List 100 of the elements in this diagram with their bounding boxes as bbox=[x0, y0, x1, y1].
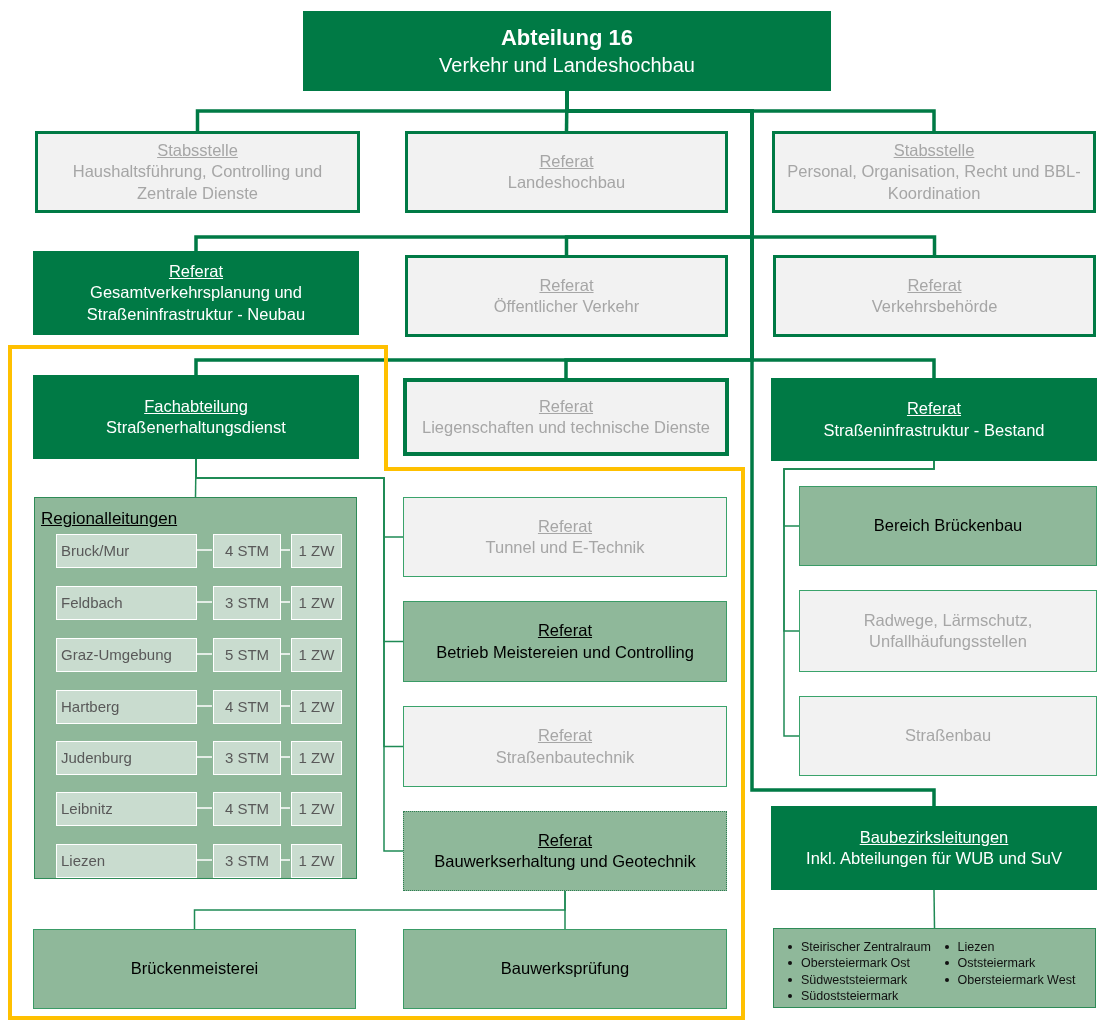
box-title: Feldbach bbox=[60, 593, 124, 613]
box-title: Straßenerhaltungsdienst bbox=[105, 417, 287, 438]
count-box bbox=[291, 844, 342, 878]
box-heading: Referat bbox=[167, 260, 225, 282]
box-title: 3 STM bbox=[223, 851, 271, 871]
box-heading: Referat bbox=[537, 395, 595, 417]
box-title: Straßeninfrastruktur - Bestand bbox=[822, 419, 1046, 441]
box-title: Judenburg bbox=[60, 748, 133, 768]
region-box bbox=[56, 844, 197, 878]
box-heading: Referat bbox=[536, 515, 594, 537]
unit-box bbox=[405, 131, 728, 213]
box-title: 1 ZW bbox=[297, 799, 336, 819]
box-title: Personal, Organisation, Recht und BBL-Koordination bbox=[786, 161, 1082, 204]
box-title: Inkl. Abteilungen für WUB und SuV bbox=[805, 848, 1063, 869]
list-item: Südweststeiermark bbox=[801, 971, 908, 988]
connector-line bbox=[783, 460, 935, 737]
box-title: 1 ZW bbox=[297, 851, 336, 871]
list-item: Obersteiermark West bbox=[957, 971, 1076, 988]
unit-box bbox=[772, 131, 1096, 213]
count-box bbox=[213, 690, 281, 724]
box-title: Landeshochbau bbox=[506, 172, 627, 193]
box-title: Verkehrsbehörde bbox=[870, 296, 999, 317]
list-item: Liezen bbox=[957, 939, 995, 956]
box-title: Bruck/Mur bbox=[60, 541, 131, 561]
box-title: 3 STM bbox=[223, 748, 271, 768]
connector-line bbox=[195, 807, 213, 809]
box-title: 1 ZW bbox=[297, 748, 336, 768]
unit-box bbox=[771, 806, 1097, 890]
group-heading: Regionalleitungen bbox=[41, 508, 178, 530]
connector-line bbox=[279, 601, 291, 603]
region-box bbox=[56, 534, 197, 568]
connector-line bbox=[279, 705, 291, 707]
list-item: Steirischer Zentralraum bbox=[801, 939, 931, 956]
box-title: Haushaltsführung, Controlling und Zentrale Dienste bbox=[71, 161, 324, 204]
box-title: 1 ZW bbox=[297, 645, 336, 665]
box-title: Hartberg bbox=[60, 697, 121, 717]
group-panel bbox=[34, 497, 357, 879]
connector-line bbox=[195, 549, 213, 551]
unit-box bbox=[35, 131, 360, 213]
count-box bbox=[213, 638, 281, 672]
region-box bbox=[56, 792, 197, 826]
box-heading: Stabsstelle bbox=[156, 139, 239, 161]
count-box bbox=[291, 741, 342, 775]
connector-line bbox=[279, 859, 291, 861]
connector-line bbox=[195, 859, 213, 861]
unit-box bbox=[403, 378, 729, 456]
box-title: Liegenschaften und technische Dienste bbox=[420, 417, 711, 438]
unit-box bbox=[33, 929, 356, 1009]
box-title: 5 STM bbox=[223, 645, 271, 665]
box-heading: Referat bbox=[536, 725, 594, 747]
unit-box bbox=[773, 255, 1096, 337]
count-box bbox=[291, 638, 342, 672]
unit-box bbox=[771, 378, 1097, 461]
box-title: Radwege, Lärmschutz, Unfallhäufungsstellen bbox=[862, 609, 1034, 652]
box-title: Verkehr und Landeshochbau bbox=[438, 53, 696, 79]
box-title: 3 STM bbox=[223, 593, 271, 613]
box-title: 1 ZW bbox=[297, 697, 336, 717]
box-title: Bereich Brückenbau bbox=[872, 515, 1024, 537]
list-item: Südoststeiermark bbox=[801, 987, 899, 1004]
box-title: 4 STM bbox=[223, 541, 271, 561]
department-box bbox=[303, 11, 831, 91]
connector-line bbox=[195, 601, 213, 603]
box-title: Straßenbau bbox=[903, 725, 993, 747]
box-title: Bauwerksprüfung bbox=[499, 958, 631, 980]
region-box bbox=[56, 638, 197, 672]
list-box bbox=[773, 928, 1096, 1008]
box-heading: Referat bbox=[538, 274, 595, 296]
region-box bbox=[56, 690, 197, 724]
box-heading: Referat bbox=[536, 620, 594, 642]
box-title: Graz-Umgebung bbox=[60, 645, 173, 665]
box-heading: Referat bbox=[538, 150, 595, 172]
unit-box bbox=[403, 706, 727, 787]
region-box bbox=[56, 586, 197, 620]
box-heading: Referat bbox=[536, 829, 594, 851]
box-heading: Stabsstelle bbox=[892, 139, 976, 161]
unit-box bbox=[403, 811, 727, 891]
connector-line bbox=[279, 807, 291, 809]
box-title: 1 ZW bbox=[297, 541, 336, 561]
region-box bbox=[56, 741, 197, 775]
count-box bbox=[291, 586, 342, 620]
unit-box bbox=[403, 929, 727, 1009]
unit-box bbox=[799, 590, 1097, 672]
box-heading: Abteilung 16 bbox=[500, 23, 634, 52]
connector-line bbox=[279, 756, 291, 758]
box-heading: Fachabteilung bbox=[143, 395, 249, 417]
box-title: Brückenmeisterei bbox=[129, 958, 260, 980]
box-title: Gesamtverkehrsplanung und Straßeninfrastruktur - Neubau bbox=[85, 282, 307, 325]
box-title: 4 STM bbox=[223, 697, 271, 717]
box-title: Straßenbautechnik bbox=[494, 746, 636, 768]
box-title: 4 STM bbox=[223, 799, 271, 819]
box-title: Öffentlicher Verkehr bbox=[492, 296, 641, 317]
connector-line bbox=[195, 756, 213, 758]
count-box bbox=[291, 534, 342, 568]
box-title: 1 ZW bbox=[297, 593, 336, 613]
count-box bbox=[213, 534, 281, 568]
count-box bbox=[213, 586, 281, 620]
list-item: Obersteiermark Ost bbox=[801, 955, 911, 972]
connector-line bbox=[195, 653, 213, 655]
unit-box bbox=[799, 696, 1097, 776]
connector-line bbox=[933, 889, 936, 929]
